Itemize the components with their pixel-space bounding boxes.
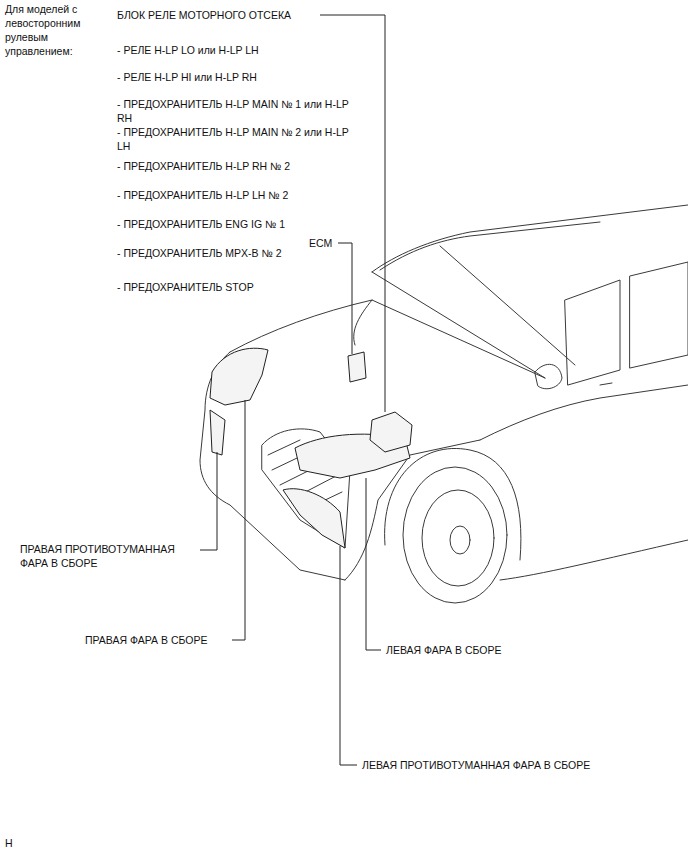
side-window xyxy=(565,280,620,385)
fuse-name: - ПРЕДОХРАНИТЕЛЬ MPX-B № 2 xyxy=(117,246,282,260)
fuse-name: - ПРЕДОХРАНИТЕЛЬ ENG IG № 1 xyxy=(117,217,285,231)
a-pillar xyxy=(372,272,545,378)
left-fog-lamp xyxy=(283,489,345,548)
mirror xyxy=(535,364,562,389)
ecm xyxy=(348,352,366,382)
side-window xyxy=(630,262,688,368)
part-name: ПРАВАЯ ПРОТИВОТУМАННАЯ ФАРА В СБОРЕ xyxy=(20,542,195,570)
relay-name: - РЕЛЕ H-LP LO или H-LP LH xyxy=(117,43,259,57)
fuse-name: - ПРЕДОХРАНИТЕЛЬ STOP xyxy=(117,280,254,294)
wheel xyxy=(403,467,507,603)
fuse-name: - ПРЕДОХРАНИТЕЛЬ H-LP MAIN № 2 или H-LP … xyxy=(117,125,355,153)
part-name: БЛОК РЕЛЕ МОТОРНОГО ОТСЕКА xyxy=(117,8,291,22)
leader-line xyxy=(320,15,385,412)
part-name: ПРАВАЯ ФАРА В СБОРЕ xyxy=(85,633,207,647)
fuse-name: - ПРЕДОХРАНИТЕЛЬ H-LP LH № 2 xyxy=(117,188,288,202)
windshield-edge xyxy=(440,246,575,365)
right-fog-lamp xyxy=(210,410,225,455)
leader-line xyxy=(338,243,352,354)
part-name: ECM xyxy=(309,236,332,250)
wheel-arch xyxy=(385,448,521,560)
figure-code: H xyxy=(5,836,13,850)
side-sill xyxy=(500,540,688,580)
fuse-name: - ПРЕДОХРАНИТЕЛЬ H-LP MAIN № 1 или H-LP … xyxy=(117,97,355,125)
door-handle xyxy=(600,383,612,385)
leader-line xyxy=(366,478,381,650)
heading-note: Для моделей с левосторонним рулевым упра… xyxy=(5,2,105,58)
roof-edge xyxy=(380,222,600,270)
leader-line xyxy=(340,546,357,765)
part-name: ЛЕВАЯ ПРОТИВОТУМАННАЯ ФАРА В СБОРЕ xyxy=(362,758,590,772)
belt-line xyxy=(480,385,688,440)
hood-line xyxy=(354,300,372,345)
leader-line xyxy=(200,452,217,550)
part-name: ЛЕВАЯ ФАРА В СБОРЕ xyxy=(386,643,501,657)
wheel-hub xyxy=(450,526,470,554)
hood-edge xyxy=(230,300,545,378)
wheel-rim xyxy=(422,490,494,586)
fuse-name: - ПРЕДОХРАНИТЕЛЬ H-LP RH № 2 xyxy=(117,159,290,173)
relay-block xyxy=(370,412,412,452)
right-headlamp xyxy=(210,348,268,405)
leader-line xyxy=(232,400,245,640)
relay-name: - РЕЛЕ H-LP HI или H-LP RH xyxy=(117,70,257,84)
roof-line xyxy=(372,205,688,272)
